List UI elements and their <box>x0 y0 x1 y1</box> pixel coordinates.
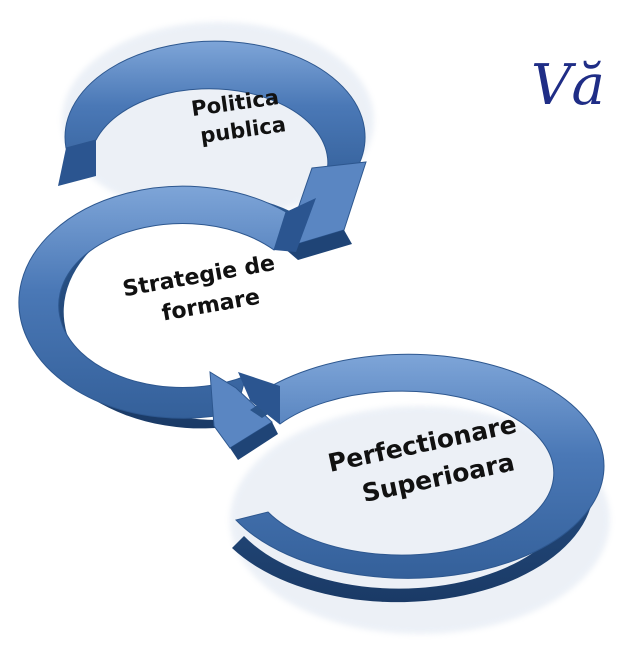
ring-3-tail <box>238 372 280 424</box>
ring-1-tail <box>58 140 96 186</box>
side-heading-fragment: Vă <box>531 53 605 118</box>
ring-2-arrowhead-side <box>230 422 278 460</box>
cycle-ring-3: Perfectionare Superioara <box>230 353 610 634</box>
cycle-ring-2: Strategie de formare <box>18 185 316 460</box>
cycle-ring-1: Politica publica <box>58 22 374 260</box>
ring-3-face <box>235 353 605 579</box>
ring-1-arrowhead-side <box>284 230 352 260</box>
ring-1-face <box>64 40 366 188</box>
ring-2-tail <box>274 198 316 252</box>
